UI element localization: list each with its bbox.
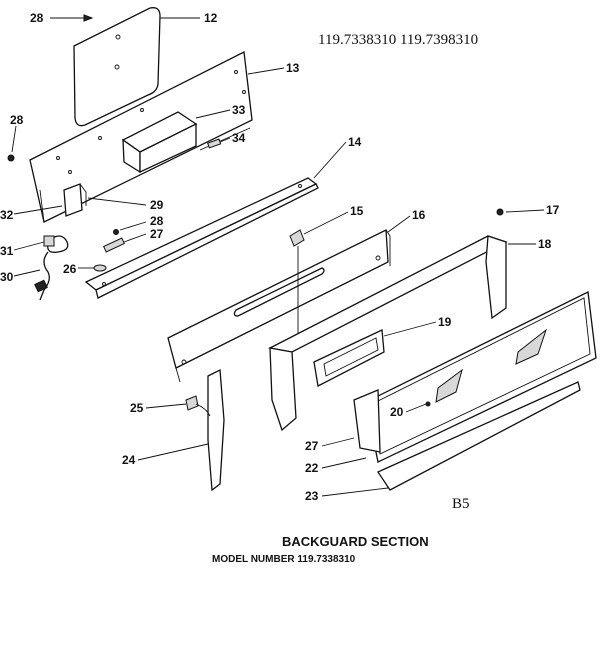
callout-31: 31 — [0, 244, 14, 258]
callout-13: 13 — [286, 61, 300, 75]
callout-12: 12 — [204, 11, 218, 25]
part-15-clip — [289, 229, 305, 338]
part-34-clip — [207, 138, 222, 149]
part-12-cover-plate — [73, 7, 161, 127]
callout-25: 25 — [130, 401, 144, 415]
caption-title: BACKGUARD SECTION — [282, 534, 429, 549]
wire-harness — [34, 235, 69, 301]
callout-28-left: 28 — [10, 113, 24, 127]
caption-model-line: MODEL NUMBER 119.7338310 — [212, 554, 356, 565]
callout-16: 16 — [412, 208, 426, 222]
callout-23: 23 — [305, 489, 319, 503]
part-28-screw — [7, 154, 15, 162]
callout-19: 19 — [438, 315, 452, 329]
part-24-side-trim — [207, 368, 225, 492]
callout-18: 18 — [538, 237, 552, 251]
callout-28-top: 28 — [30, 11, 44, 25]
part-23-trim — [377, 381, 581, 491]
part-22-glass-frame — [353, 291, 597, 463]
part-19-insert — [313, 329, 385, 387]
callout-33: 33 — [232, 103, 246, 117]
part-32-bracket — [63, 183, 87, 217]
part-18-frame — [267, 235, 508, 432]
callout-24: 24 — [122, 453, 136, 467]
callout-32: 32 — [0, 208, 14, 222]
part-14-rail — [84, 177, 319, 299]
callout-27-top: 27 — [150, 227, 164, 241]
leader-lines — [11, 14, 545, 497]
callout-22: 22 — [305, 461, 319, 475]
page-mark: B5 — [452, 496, 470, 512]
part-26-grommet — [93, 264, 107, 272]
callout-28-mid: 28 — [150, 214, 164, 228]
callout-20: 20 — [390, 405, 404, 419]
part-16-channel — [167, 228, 391, 383]
callout-29: 29 — [150, 198, 164, 212]
callout-labels: 28 12 13 28 33 34 14 32 29 28 27 31 26 3… — [0, 11, 560, 503]
decorative-grille — [435, 328, 548, 403]
part-17-screw — [496, 208, 504, 216]
part-25-clip — [185, 395, 211, 417]
callout-26: 26 — [63, 262, 77, 276]
callout-15: 15 — [350, 204, 364, 218]
callout-17: 17 — [546, 203, 560, 217]
callout-34: 34 — [232, 131, 246, 145]
model-header: 119.7338310 119.7398310 — [318, 32, 478, 48]
callout-14: 14 — [348, 135, 362, 149]
part-27-terminal — [103, 237, 125, 253]
part-28-screw-b — [113, 229, 119, 235]
callout-27-bottom: 27 — [305, 439, 319, 453]
callout-30: 30 — [0, 270, 14, 284]
part-33-box — [121, 111, 198, 174]
